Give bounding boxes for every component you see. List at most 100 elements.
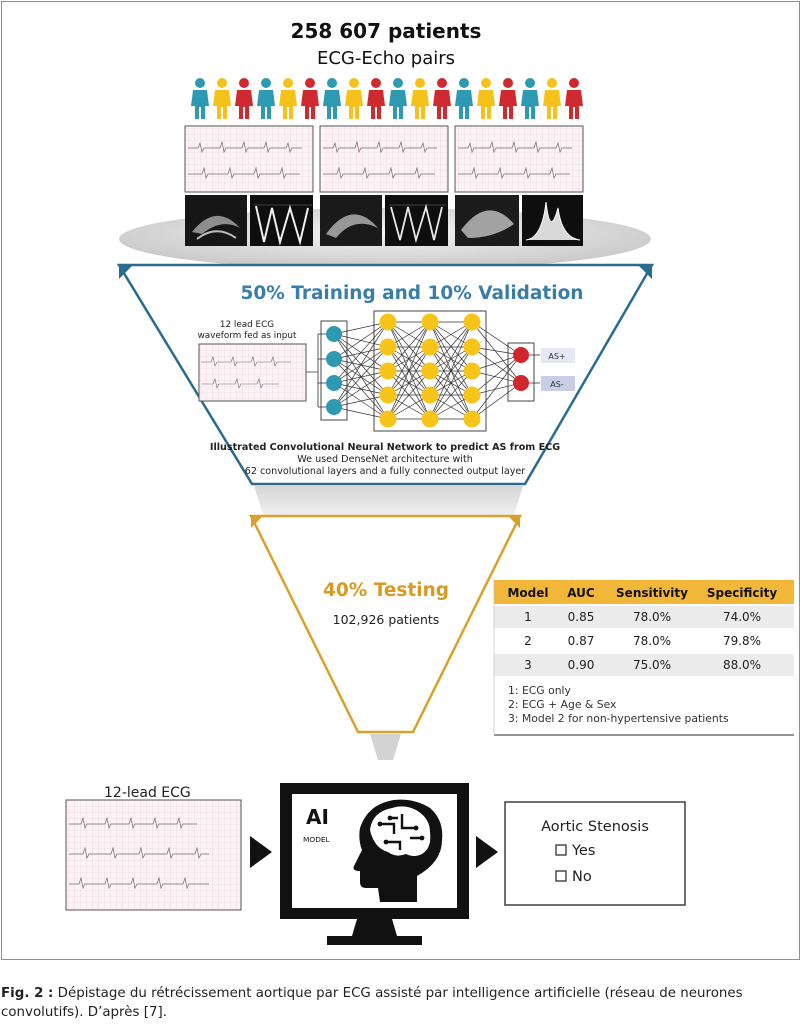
- table-cell: 0.90: [568, 658, 595, 672]
- ecg-input-strip: [198, 343, 307, 402]
- cnn-title: Illustrated Convolutional Neural Network…: [210, 442, 560, 453]
- bottom-ecg-label: 12-lead ECG: [104, 785, 191, 801]
- output-node: [513, 347, 529, 363]
- testing-corner-right: [508, 516, 520, 528]
- hidden-node: [463, 362, 481, 380]
- option-yes: Yes: [571, 843, 595, 859]
- table-header-cell: Specificity: [707, 586, 777, 600]
- ecg-input-label-1: 12 lead ECG: [220, 320, 274, 330]
- person-icon: [455, 78, 473, 119]
- funnel-corner-right: [638, 265, 652, 279]
- diagram: 258 607 patients ECG-Echo pairs: [65, 19, 794, 945]
- option-no: No: [572, 869, 592, 885]
- person-icon: [235, 78, 253, 119]
- figure-caption: Fig. 2 : Dépistage du rétrécissement aor…: [1, 984, 801, 1022]
- model-label: MODEL: [303, 835, 331, 844]
- hidden-node: [463, 410, 481, 428]
- hidden-node: [421, 338, 439, 356]
- table-note-3: 3: Model 2 for non-hypertensive patients: [508, 712, 729, 725]
- ai-label: AI: [306, 805, 329, 829]
- result-title: Aortic Stenosis: [541, 819, 649, 835]
- caption-text: Dépistage du rétrécissement aortique par…: [1, 986, 743, 1020]
- person-icon: [213, 78, 231, 119]
- hidden-node: [463, 338, 481, 356]
- table-cell: 88.0%: [723, 658, 761, 672]
- hidden-node: [421, 410, 439, 428]
- testing-corner-left: [251, 516, 263, 528]
- table-header-cell: Model: [507, 586, 548, 600]
- funnel-drop: [370, 734, 401, 760]
- person-icon: [521, 78, 539, 119]
- ecg-input-label-2: waveform fed as input: [198, 331, 297, 341]
- input-node: [326, 375, 342, 391]
- person-icon: [257, 78, 275, 119]
- input-node: [326, 399, 342, 415]
- input-node: [326, 326, 342, 342]
- person-icon: [499, 78, 517, 119]
- bottom-ecg-strip: [65, 799, 242, 911]
- table-cell: 78.0%: [633, 634, 671, 648]
- output-node: [513, 375, 529, 391]
- hidden-node: [421, 313, 439, 331]
- table-cell: 1: [524, 610, 532, 624]
- person-icon: [279, 78, 297, 119]
- table-cell: 78.0%: [633, 610, 671, 624]
- table-header-cell: AUC: [567, 586, 595, 600]
- table-cell: 74.0%: [723, 610, 761, 624]
- ecg-echo-panel-3: [454, 125, 584, 246]
- arrow-ecg-to-ai: [250, 836, 272, 868]
- funnel-corner-left: [119, 265, 133, 279]
- person-icon: [565, 78, 583, 119]
- figure-frame: 258 607 patients ECG-Echo pairs: [1, 1, 800, 960]
- table-cell: 75.0%: [633, 658, 671, 672]
- person-icon: [543, 78, 561, 119]
- person-icon: [477, 78, 495, 119]
- output-as-negative: AS-: [550, 380, 564, 389]
- hidden-node: [379, 338, 397, 356]
- ecg-echo-panel-2: [319, 125, 449, 246]
- testing-title: 40% Testing: [323, 580, 449, 601]
- hidden-node: [379, 410, 397, 428]
- caption-label: Fig. 2 :: [1, 986, 54, 1001]
- funnel-neck: [254, 486, 523, 515]
- table-cell: 3: [524, 658, 532, 672]
- table-header-cell: Sensitivity: [616, 586, 688, 600]
- pairs-label: ECG-Echo pairs: [317, 48, 455, 69]
- table-note-1: 1: ECG only: [508, 684, 572, 697]
- hidden-node: [421, 362, 439, 380]
- person-icon: [301, 78, 319, 119]
- ecg-echo-panel-1: [184, 125, 314, 246]
- person-icon: [191, 78, 209, 119]
- hidden-node: [379, 362, 397, 380]
- table-note-2: 2: ECG + Age & Sex: [508, 698, 617, 711]
- checkbox-no[interactable]: [555, 870, 567, 882]
- arrow-ai-to-result: [476, 836, 498, 868]
- patients-total: 258 607 patients: [291, 19, 482, 43]
- table-cell: 0.85: [568, 610, 595, 624]
- hidden-node: [379, 386, 397, 404]
- testing-funnel: [248, 514, 523, 734]
- person-icon: [389, 78, 407, 119]
- patients-row: [191, 78, 583, 119]
- hidden-node: [379, 313, 397, 331]
- person-icon: [323, 78, 341, 119]
- person-icon: [367, 78, 385, 119]
- table-cell: 0.87: [568, 634, 595, 648]
- training-title: 50% Training and 10% Validation: [241, 283, 584, 304]
- testing-patients: 102,926 patients: [333, 612, 440, 627]
- person-icon: [411, 78, 429, 119]
- hidden-node: [421, 386, 439, 404]
- as-positive-box: [541, 348, 575, 363]
- person-icon: [433, 78, 451, 119]
- output-as-positive: AS+: [548, 352, 565, 361]
- checkbox-yes[interactable]: [555, 844, 567, 856]
- input-node: [326, 351, 342, 367]
- person-icon: [345, 78, 363, 119]
- table-cell: 79.8%: [723, 634, 761, 648]
- as-negative-box: [541, 376, 575, 391]
- result-box: [504, 801, 686, 906]
- table-cell: 2: [524, 634, 532, 648]
- neural-network: [306, 310, 575, 432]
- cnn-line-1: We used DenseNet architecture with: [297, 454, 473, 465]
- hidden-node: [463, 386, 481, 404]
